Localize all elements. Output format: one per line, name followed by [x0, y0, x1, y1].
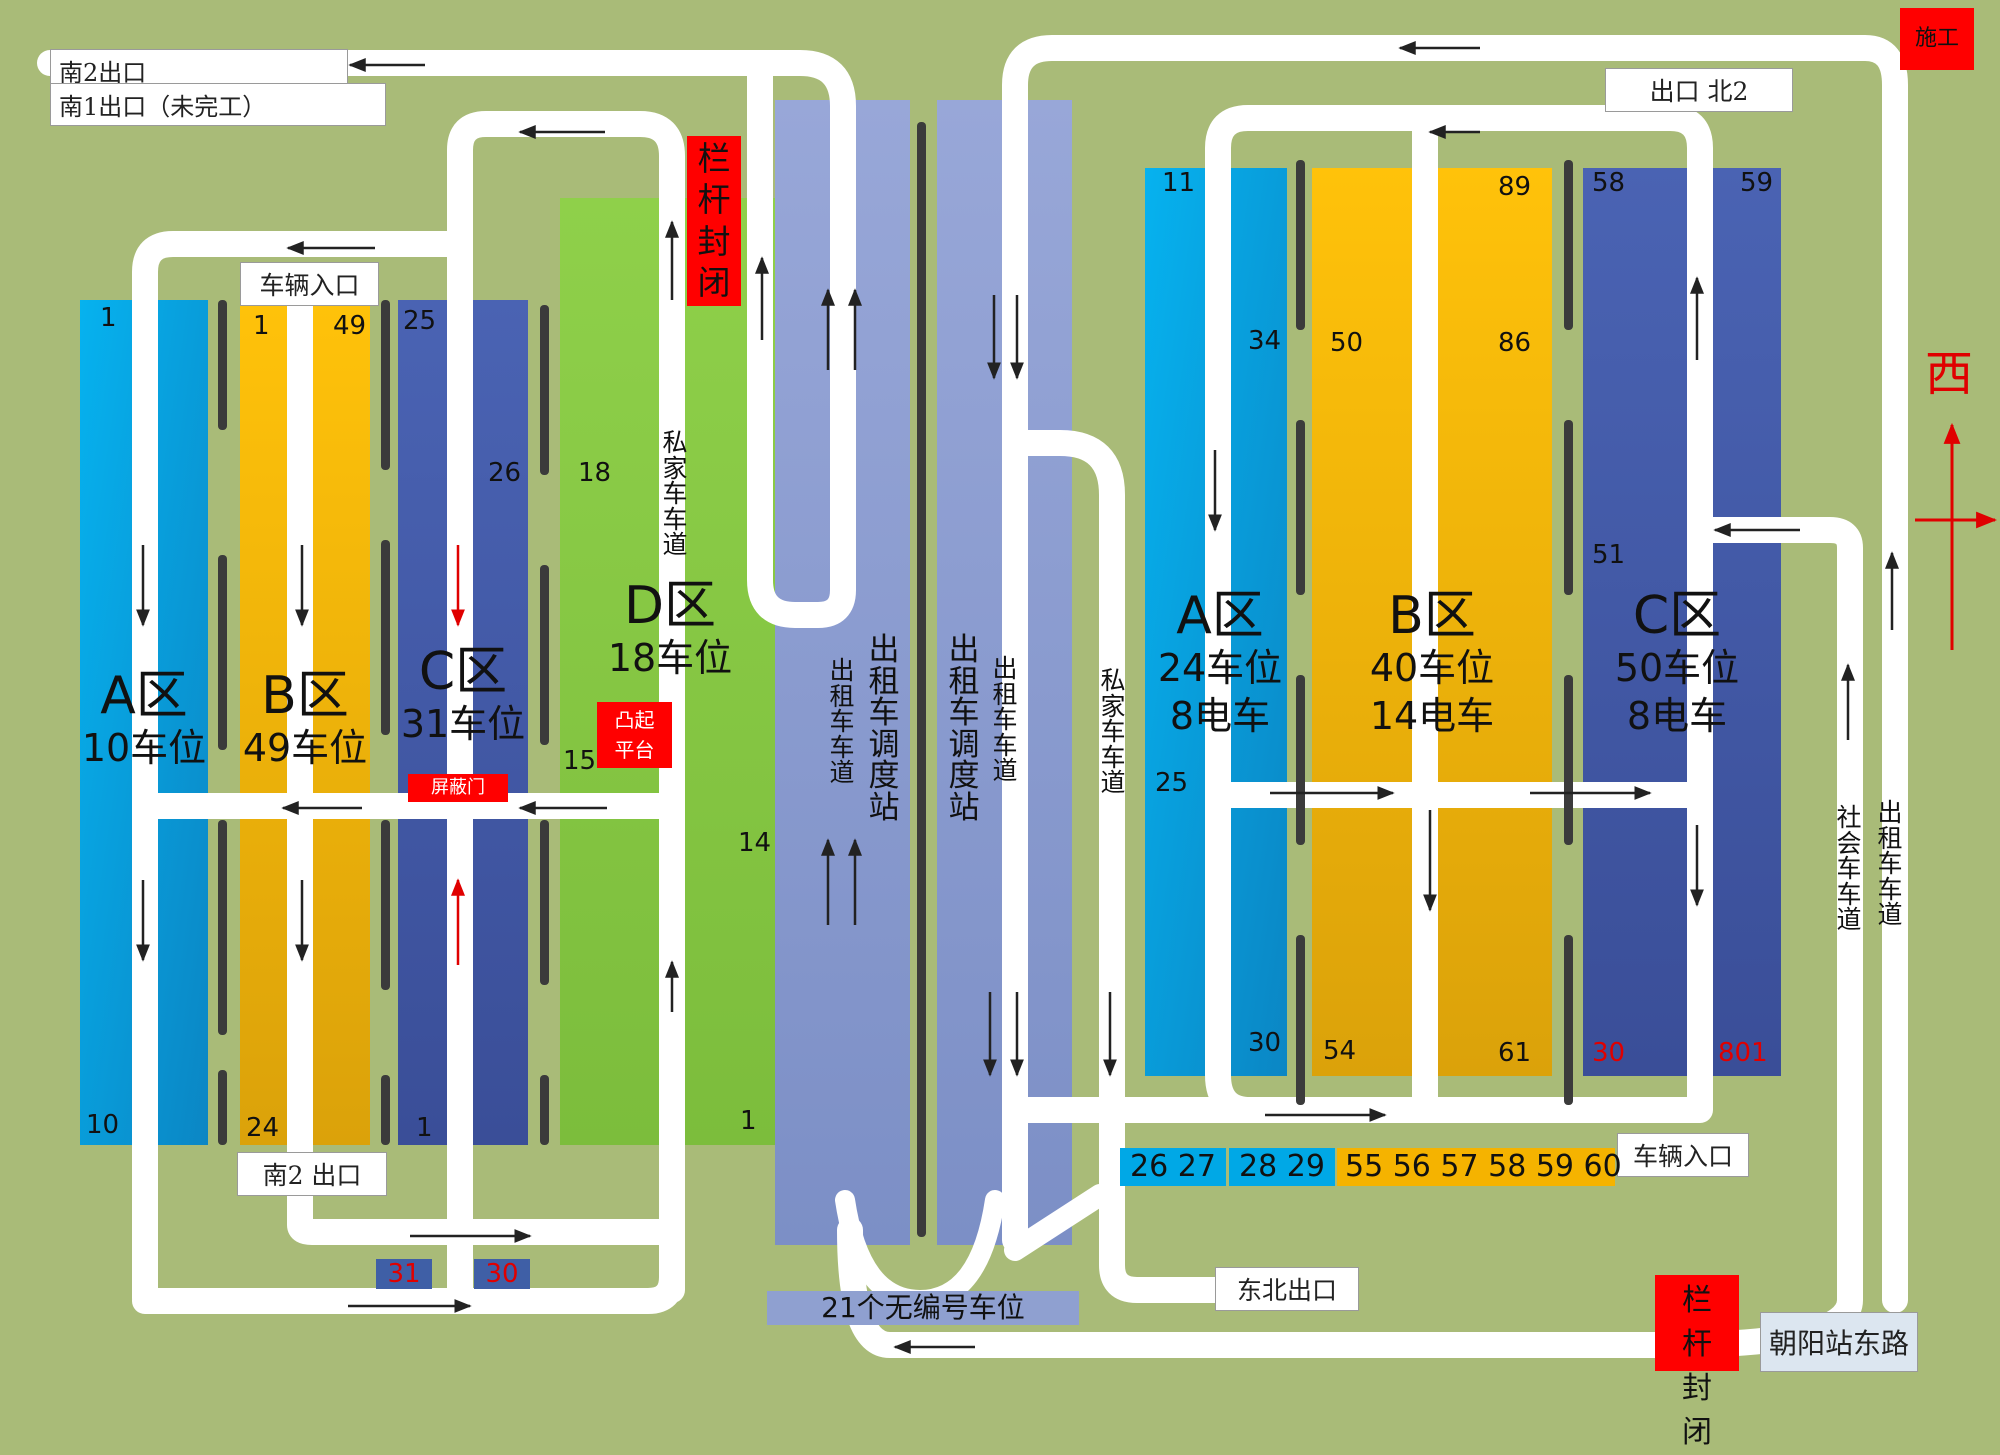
west-zone-d-title: D区 — [623, 576, 717, 636]
east-a-34: 34 — [1248, 326, 1282, 356]
east-c-58: 58 — [1592, 168, 1626, 198]
east-a-30: 30 — [1248, 1028, 1282, 1058]
east-b-86: 86 — [1498, 328, 1532, 358]
west-d-1: 1 — [740, 1106, 757, 1136]
west-b-first: 1 — [253, 311, 270, 341]
west-c-mid: 26 — [488, 458, 522, 488]
spaces-55-60: 55 56 57 58 59 60 — [1337, 1148, 1622, 1186]
west-a-last: 10 — [86, 1110, 120, 1140]
east-zone-a-ev: 8电车 — [1169, 693, 1271, 738]
dispatch-divider — [917, 122, 926, 1237]
parking-lot-plan — [37, 35, 1998, 1358]
barrier-closed-bottom: 栏杆封闭 — [1655, 1275, 1739, 1450]
west-zone-a-title: A区 — [100, 666, 188, 726]
west-zone-a-label: A区 10车位 — [80, 666, 208, 773]
unnumbered-spaces: 21个无编号车位 — [767, 1291, 1079, 1325]
road-name: 朝阳站东路 — [1760, 1312, 1918, 1372]
east-zone-c-ev: 8电车 — [1626, 693, 1728, 738]
west-zone-b-title: B区 — [261, 666, 349, 726]
construction-badge: 施工 — [1900, 8, 1974, 70]
west-zone-b-label: B区 49车位 — [240, 666, 370, 773]
east-zone-c-spaces: 50车位 — [1614, 646, 1740, 691]
west-zone-b-spaces: 49车位 — [242, 726, 368, 771]
space-30: 30 — [474, 1259, 530, 1289]
east-zone-c-title: C区 — [1632, 586, 1722, 646]
entrance-left[interactable]: 车辆入口 — [240, 262, 379, 306]
east-c-801: 801 — [1718, 1038, 1768, 1068]
east-zone-b-spaces: 40车位 — [1369, 646, 1495, 691]
west-zone-a-spaces: 10车位 — [81, 726, 207, 771]
exit-northeast[interactable]: 东北出口 — [1215, 1267, 1359, 1311]
west-d-14: 14 — [738, 828, 772, 858]
barrier-closed-top: 栏杆封闭 — [687, 136, 741, 306]
east-zone-a-title: A区 — [1176, 586, 1264, 646]
raised-platform: 凸起平台 — [597, 702, 672, 768]
lane-private-right: 私家车车道 — [1100, 666, 1126, 797]
entrance-right[interactable]: 车辆入口 — [1617, 1133, 1749, 1177]
west-a-first: 1 — [100, 303, 117, 333]
west-d-18: 18 — [578, 458, 612, 488]
east-b-61: 61 — [1498, 1038, 1532, 1068]
east-zone-b-title: B区 — [1388, 586, 1476, 646]
west-d-15: 15 — [563, 746, 597, 776]
spaces-28-29: 28 29 — [1229, 1148, 1335, 1186]
west-zone-c-label: C区 31车位 — [398, 642, 528, 749]
west-zone-c-spaces: 31车位 — [400, 702, 526, 747]
dispatch-left-label: 出租车调度站 — [868, 632, 900, 827]
west-zone-d-spaces: 18车位 — [607, 636, 733, 681]
east-b-54: 54 — [1323, 1036, 1357, 1066]
east-zone-a-label: A区 24车位 8电车 — [1140, 586, 1300, 740]
west-zone-d-label: D区 18车位 — [580, 576, 760, 683]
east-zone-b-label: B区 40车位 14电车 — [1347, 586, 1517, 740]
parking-map: 南2出口 南1出口（未完工） 出口 北2 车辆入口 南2 出口 东北出口 车辆入… — [37, 8, 1998, 1450]
east-zone-c-block — [1583, 168, 1781, 1076]
east-c-30: 30 — [1592, 1038, 1626, 1068]
west-c-last: 1 — [416, 1113, 433, 1143]
spaces-26-27: 26 27 — [1120, 1148, 1226, 1186]
exit-south2-bottom[interactable]: 南2 出口 — [237, 1152, 387, 1196]
east-b-89: 89 — [1498, 172, 1532, 202]
space-31: 31 — [376, 1259, 432, 1289]
east-zone-c-label: C区 50车位 8电车 — [1592, 586, 1762, 740]
east-zone-a-spaces: 24车位 — [1157, 646, 1283, 691]
west-b-last: 24 — [246, 1113, 280, 1143]
west-b-top-right: 49 — [333, 311, 367, 341]
shield-door: 屏蔽门 — [408, 774, 508, 802]
west-zone-c-title: C区 — [418, 642, 508, 702]
east-zone-b-ev: 14电车 — [1369, 693, 1495, 738]
compass-label: 西 — [1925, 346, 1974, 402]
east-a-11: 11 — [1162, 168, 1196, 198]
exit-north2[interactable]: 出口 北2 — [1605, 68, 1793, 112]
lane-social: 社会车车道 — [1836, 803, 1862, 934]
lane-taxi-far-right: 出租车车道 — [1877, 798, 1903, 929]
east-c-51: 51 — [1592, 540, 1626, 570]
traffic-arrows — [136, 41, 1899, 1354]
exit-south1[interactable]: 南1出口（未完工） — [50, 83, 386, 126]
lane-taxi-right: 出租车车道 — [992, 654, 1018, 785]
east-c-59: 59 — [1740, 168, 1774, 198]
lane-taxi-left: 出租车车道 — [829, 656, 855, 787]
lane-private-left: 私家车车道 — [662, 428, 688, 559]
dispatch-right-label: 出租车调度站 — [948, 632, 980, 827]
lane-separators — [218, 160, 1573, 1145]
west-c-top: 25 — [403, 306, 437, 336]
east-a-25: 25 — [1155, 768, 1189, 798]
east-b-50: 50 — [1330, 328, 1364, 358]
compass-icon — [1915, 422, 1998, 650]
